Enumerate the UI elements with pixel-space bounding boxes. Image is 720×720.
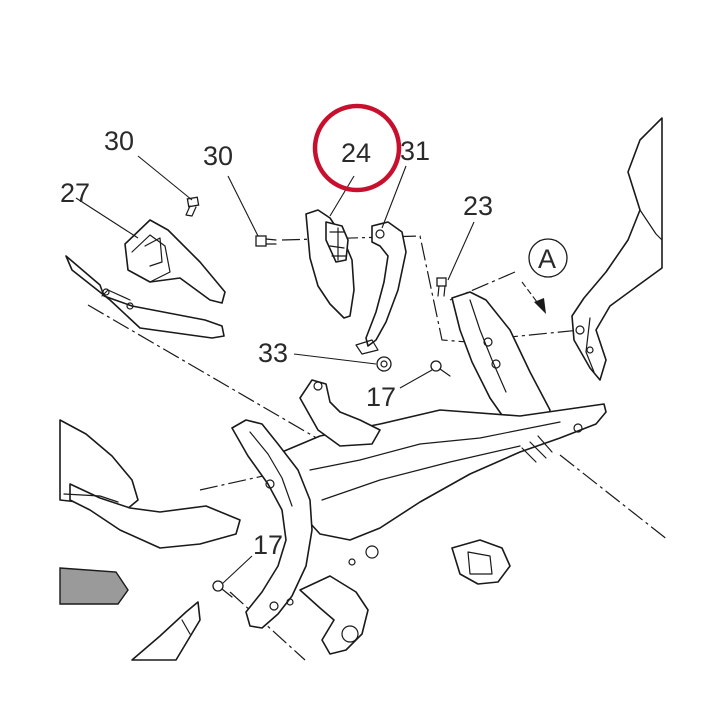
callout-24: 24 <box>341 138 371 168</box>
nut-part-33 <box>376 356 392 372</box>
view-a-circle <box>528 238 568 278</box>
callout-23: 23 <box>463 191 493 221</box>
callout-a: A <box>538 244 556 274</box>
leader-lines <box>75 155 475 585</box>
callout-33: 33 <box>258 338 288 368</box>
callout-17-upper: 17 <box>366 382 396 412</box>
callout-27: 27 <box>60 178 90 208</box>
bolt-17-lower <box>212 580 233 598</box>
view-a-arrow <box>521 238 568 314</box>
bolt-30-middle <box>255 235 277 247</box>
callout-17-lower: 17 <box>253 530 283 560</box>
left-fairing-part <box>59 419 241 549</box>
right-fairing-part <box>571 117 663 381</box>
callout-30-left: 30 <box>104 126 134 156</box>
callout-31: 31 <box>400 136 430 166</box>
grey-panel-part <box>59 567 129 605</box>
highlight-circle <box>312 103 402 193</box>
bolt-30-left <box>185 196 200 217</box>
callout-labels: 30 30 27 24 31 23 A 33 17 17 <box>60 126 556 560</box>
main-frame <box>231 291 607 655</box>
bracket-part-24 <box>305 209 355 319</box>
callout-30-middle: 30 <box>203 141 233 171</box>
left-bracket-part-27 <box>65 219 226 339</box>
bracket-part-31 <box>355 221 407 355</box>
bolt-23 <box>436 277 447 297</box>
lower-left-part <box>131 601 201 661</box>
bolt-17-upper <box>430 360 451 377</box>
